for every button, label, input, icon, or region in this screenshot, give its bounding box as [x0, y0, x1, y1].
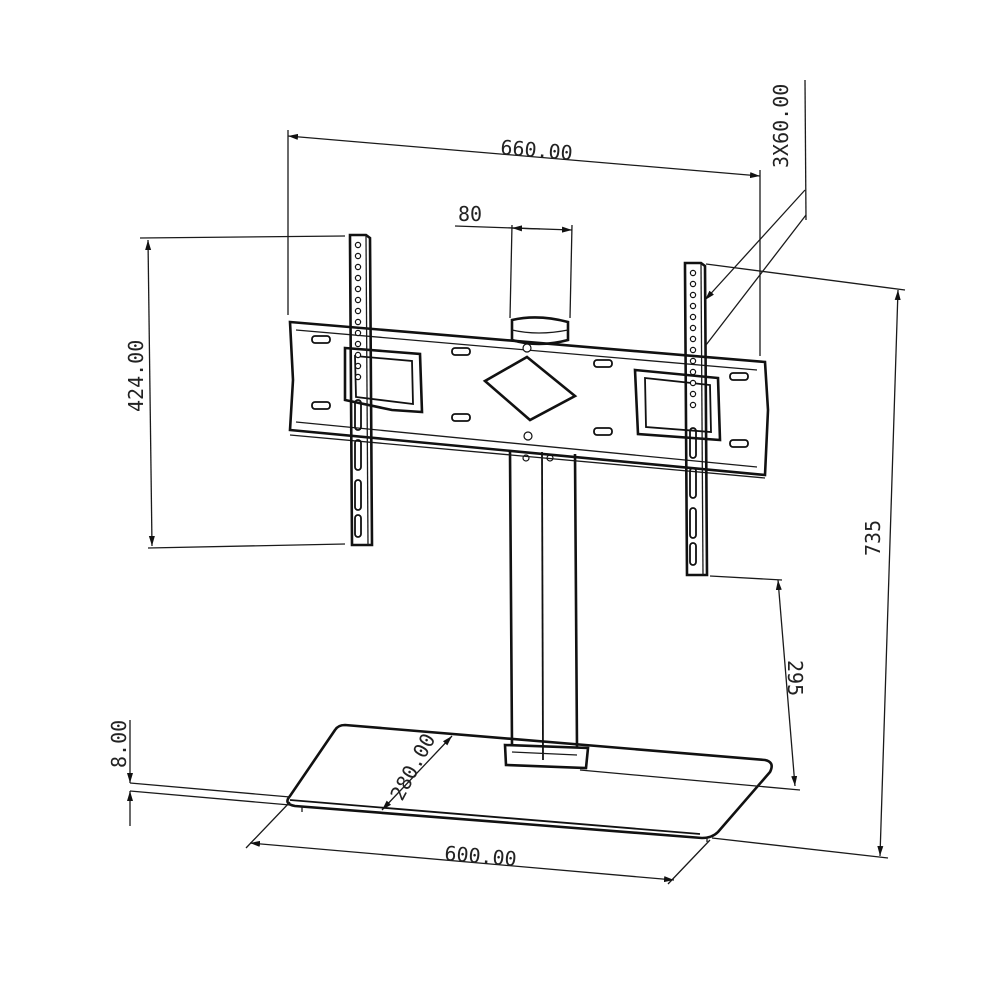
dimension-arm-height: 424.00: [124, 235, 346, 549]
dimension-base-depth: 280.00: [381, 729, 453, 811]
label-column-width: 80: [458, 202, 482, 226]
base-plate: [286, 723, 773, 842]
dimension-base-thickness: 8.00: [107, 720, 291, 826]
label-base-thickness: 8.00: [107, 720, 131, 768]
dimension-column-width: 80: [454, 202, 573, 319]
label-base-depth: 280.00: [385, 729, 440, 804]
dimension-total-height: 735: [705, 263, 906, 859]
dimension-bracket-spacing: 3X60.00: [704, 79, 807, 346]
column: [503, 451, 590, 770]
label-plate-width: 660.00: [500, 135, 574, 165]
right-bracket-arm: [683, 261, 709, 577]
label-arm-height: 424.00: [124, 340, 148, 412]
label-bracket-spacing: 3X60.00: [769, 84, 793, 168]
left-bracket-arm: [348, 233, 374, 547]
label-base-width: 600.00: [444, 841, 518, 871]
label-min-height: 295: [783, 660, 807, 696]
dimension-min-height: 295: [579, 575, 807, 791]
label-total-height: 735: [861, 520, 885, 556]
dimension-base-width: 600.00: [245, 801, 711, 885]
